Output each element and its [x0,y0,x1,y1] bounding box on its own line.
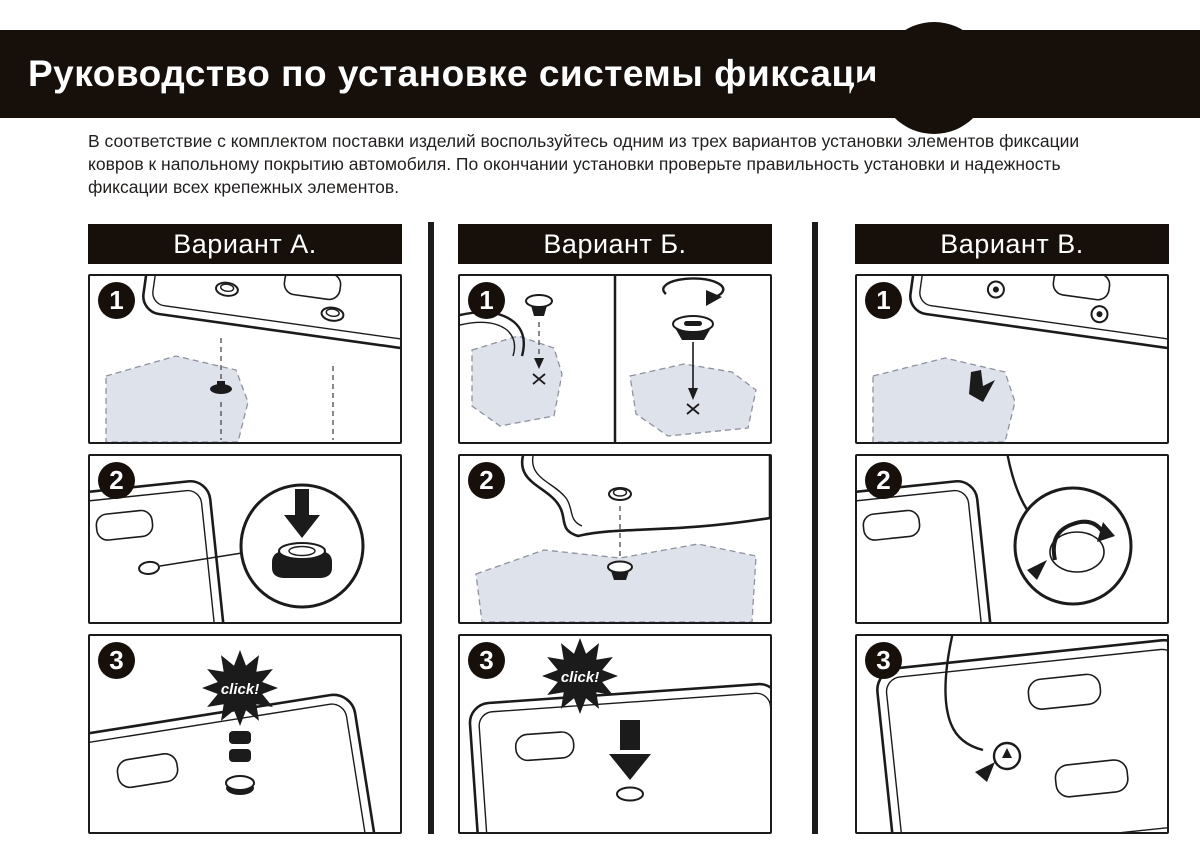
title-bar: Руководство по установке системы фиксаци… [0,30,1200,118]
press-arrow-icon [609,720,651,780]
variant-b-step-2-panel: 2 [458,454,772,624]
press-arrow-icon [295,489,309,517]
step-number-badge: 2 [865,462,902,499]
variant-a-label: Вариант А. [173,228,317,259]
variant-a-step-3-panel: 3 click! [88,634,402,834]
floor-covering [471,335,563,427]
mat-section [876,638,1167,832]
variant-a-header: Вариант А. [88,224,402,264]
click-burst-icon: click! [542,638,618,714]
floor-covering [872,357,1016,442]
variant-a-step-2-panel: 2 [88,454,402,624]
ink-blob-icon [878,22,990,134]
variant-b-column: Вариант Б. 1 [458,224,772,834]
floor-fastener-icon [210,381,232,394]
magnified-fastener [239,483,365,609]
column-divider [812,222,818,834]
click-label: click! [561,669,599,686]
step-number-badge: 3 [98,642,135,679]
ink-blob-small-icon [850,80,884,114]
intro-text: В соответствие с комплектом поставки изд… [88,131,1080,198]
step-number-badge: 2 [98,462,135,499]
illustration-a2 [90,479,365,622]
variant-c-step-1-panel: 1 [855,274,1169,444]
fastener-icon [525,294,553,316]
hook-fastener-icon [969,370,995,402]
illustration-a3: click! [90,650,380,832]
strap-cord [944,636,984,752]
mat-section [90,479,231,622]
target-x-mark [532,373,546,385]
mat-fastener-icon [608,487,632,501]
step-number-badge: 1 [468,282,505,319]
illustration-b2 [475,456,770,622]
variant-c-column: Вариант В. 1 2 [855,224,1169,834]
variant-b-label: Вариант Б. [543,228,687,259]
variant-b-header: Вариант Б. [458,224,772,264]
variant-c-step-3-panel: 3 [855,634,1169,834]
step-number-badge: 2 [468,462,505,499]
illustration-a1 [105,276,400,442]
mat-fastener-icon [616,786,644,802]
variant-a-column: Вариант А. 1 [88,224,402,834]
magnified-hook-rotation [1013,486,1133,606]
mat-section [90,693,380,832]
mat-section [520,456,770,538]
click-burst-icon: click! [202,650,278,726]
variant-b-step-3-panel: 3 click! [458,634,772,834]
variant-a-step-1-panel: 1 [88,274,402,444]
step-number-badge: 1 [865,282,902,319]
illustration-b1 [460,276,757,442]
floor-fastener-icon [607,560,633,580]
floor-covering [105,355,249,442]
illustration-b3: click! [468,638,770,832]
ring-fastener-icon [992,741,1022,771]
mat-corner [909,276,1167,354]
step-number-badge: 3 [865,642,902,679]
rotate-fastener-icon [662,277,725,340]
step-number-badge: 1 [98,282,135,319]
illustration-c3 [876,636,1167,832]
variant-c-step-2-panel: 2 [855,454,1169,624]
illustration-c1 [872,276,1167,442]
target-x-mark [686,403,700,415]
step-number-badge: 3 [468,642,505,679]
variant-c-label: Вариант В. [940,228,1084,259]
variant-b-step-1-panel: 1 [458,274,772,444]
illustration-c2 [857,456,1133,622]
floor-covering [475,543,757,622]
column-divider [428,222,434,834]
page-title: Руководство по установке системы фиксаци… [28,53,912,94]
fastener-press-icon [225,731,255,795]
mat-corner [142,276,400,354]
variant-c-header: Вариант В. [855,224,1169,264]
direction-arrow-icon [975,762,995,782]
mat-section [468,682,770,832]
direction-arrow-icon [1027,560,1047,580]
click-label: click! [221,681,259,698]
mat-section [857,479,998,622]
